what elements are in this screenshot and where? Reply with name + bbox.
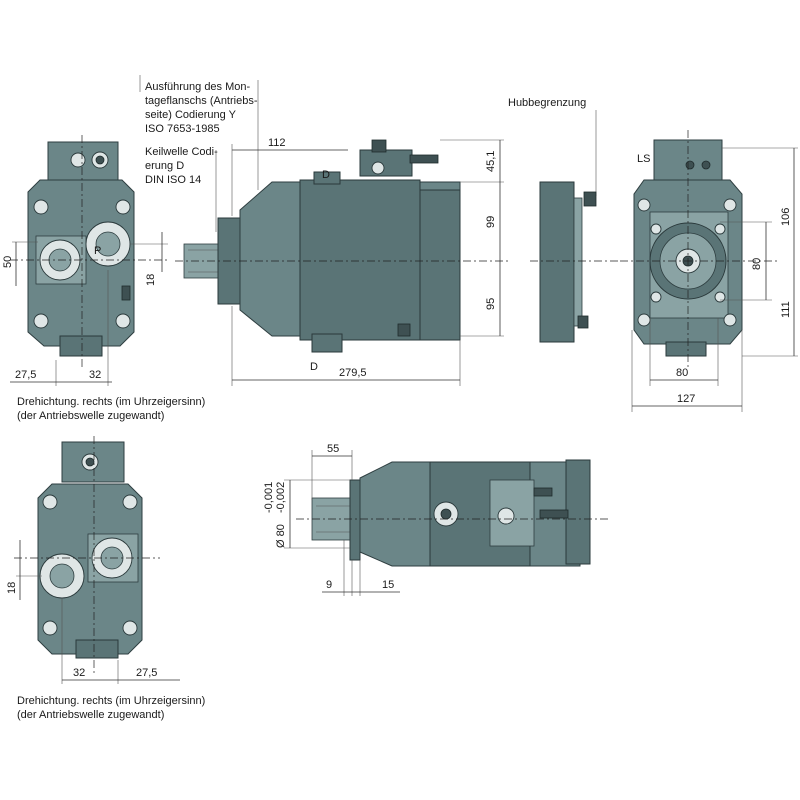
rear-view-bottom: 18 32 27,5 Drehichtung. rechts (im Uhrze… bbox=[6, 436, 205, 721]
valve-stem bbox=[409, 154, 439, 164]
dim-15: 15 bbox=[382, 579, 394, 591]
dim-279-5: 279,5 bbox=[339, 367, 367, 379]
dim-18-bottom: 18 bbox=[6, 582, 18, 594]
side-port bbox=[440, 508, 452, 520]
valve-cap bbox=[371, 139, 387, 153]
bolt bbox=[637, 198, 651, 212]
dim-95: 95 bbox=[485, 298, 497, 310]
suction-port bbox=[49, 563, 75, 589]
flange-note-line4: ISO 7653-1985 bbox=[145, 123, 220, 135]
pump-end-cap bbox=[419, 189, 461, 341]
end-cover-edge bbox=[573, 197, 583, 327]
dim-diameter-80: Ø 80 bbox=[275, 524, 287, 548]
bolt bbox=[42, 494, 58, 510]
front-view-top: LS 106 111 80 80 bbox=[620, 130, 798, 412]
dim-55: 55 bbox=[327, 443, 339, 455]
rotation-caption-bottom-line1: Drehichtung. rechts (im Uhrzeigersinn) bbox=[17, 695, 205, 707]
port-hole bbox=[70, 152, 86, 168]
dim-9: 9 bbox=[326, 579, 332, 591]
dim-111: 111 bbox=[780, 301, 792, 318]
side-view-bottom: 55 -0,001 -0,002 Ø 80 9 15 bbox=[263, 443, 610, 596]
dim-tolerance-upper: -0,001 bbox=[263, 482, 275, 513]
bolt bbox=[33, 199, 49, 215]
rotation-caption-bottom-line2: (der Antriebswelle zugewandt) bbox=[17, 709, 164, 721]
port-p-label: P bbox=[94, 245, 101, 257]
mounting-flange bbox=[349, 479, 361, 561]
shaft-note-line3: DIN ISO 14 bbox=[145, 174, 201, 186]
flange-note-line2: tageflanschs (Antriebs- bbox=[145, 95, 258, 107]
valve-stem bbox=[533, 487, 553, 497]
dim-80-vertical: 80 bbox=[751, 258, 763, 270]
rear-view-top: P 50 18 27,5 32 Drehichtung. rechts (im … bbox=[2, 135, 205, 422]
flange-hole bbox=[650, 223, 662, 235]
bolt bbox=[723, 313, 737, 327]
dim-45-1: 45,1 bbox=[485, 151, 497, 172]
bolt bbox=[42, 620, 58, 636]
port-ls-label: LS bbox=[637, 153, 650, 165]
bolt bbox=[637, 313, 651, 327]
bolt bbox=[115, 199, 131, 215]
rotation-caption-line1: Drehichtung. rechts (im Uhrzeigersinn) bbox=[17, 396, 205, 408]
bolt bbox=[723, 198, 737, 212]
stroke-screw bbox=[583, 191, 597, 207]
stroke-limiter-view: Hubbegrenzung bbox=[508, 97, 620, 343]
dim-27-5-bottom: 27,5 bbox=[136, 667, 157, 679]
control-valve bbox=[359, 149, 413, 177]
port-hole bbox=[95, 155, 105, 165]
bolt bbox=[33, 313, 49, 329]
valve-screw bbox=[685, 160, 695, 170]
stroke-limit-label: Hubbegrenzung bbox=[508, 97, 586, 109]
pump-body-middle bbox=[299, 179, 421, 341]
dim-112: 112 bbox=[268, 137, 286, 149]
valve-screw bbox=[371, 161, 385, 175]
bolt-head bbox=[397, 323, 411, 337]
port-hole bbox=[85, 457, 95, 467]
dim-50: 50 bbox=[2, 256, 14, 268]
housing-foot bbox=[59, 335, 103, 357]
pressure-port bbox=[95, 231, 121, 257]
dim-99: 99 bbox=[485, 216, 497, 228]
flange-note-line1: Ausführung des Mon- bbox=[145, 81, 251, 93]
dim-80-horizontal: 80 bbox=[676, 367, 688, 379]
end-bolt bbox=[577, 315, 589, 329]
valve-screw bbox=[701, 160, 711, 170]
shaft-note-line2: erung D bbox=[145, 160, 184, 172]
dim-18-top: 18 bbox=[145, 274, 157, 286]
bolt bbox=[122, 494, 138, 510]
flange-hole bbox=[714, 223, 726, 235]
pump-end-cap bbox=[565, 459, 591, 565]
dim-106: 106 bbox=[780, 208, 792, 226]
shaft-note-line1: Keilwelle Codi- bbox=[145, 146, 218, 158]
side-fitting bbox=[121, 285, 131, 301]
end-cover bbox=[539, 181, 575, 343]
housing-foot bbox=[665, 341, 707, 357]
flange-hole bbox=[650, 291, 662, 303]
dim-d-top: D bbox=[322, 169, 330, 181]
flange-hole bbox=[714, 291, 726, 303]
bolt bbox=[122, 620, 138, 636]
rotation-caption-line2: (der Antriebswelle zugewandt) bbox=[17, 410, 164, 422]
dim-tolerance-lower: -0,002 bbox=[275, 482, 287, 513]
dim-27-5-top: 27,5 bbox=[15, 369, 36, 381]
side-view-top: Ausführung des Mon- tageflanschs (Antrie… bbox=[139, 75, 510, 386]
control-port bbox=[497, 507, 515, 525]
flange-note-line3: seite) Codierung Y bbox=[145, 109, 237, 121]
dim-127: 127 bbox=[677, 393, 695, 405]
bolt bbox=[115, 313, 131, 329]
dim-d-bottom: D bbox=[310, 361, 318, 373]
top-port bbox=[313, 171, 341, 185]
foot-port bbox=[311, 333, 343, 353]
dim-32-bottom: 32 bbox=[73, 667, 85, 679]
housing-foot bbox=[75, 639, 119, 659]
valve-stem bbox=[539, 509, 569, 519]
dim-32-top: 32 bbox=[89, 369, 101, 381]
